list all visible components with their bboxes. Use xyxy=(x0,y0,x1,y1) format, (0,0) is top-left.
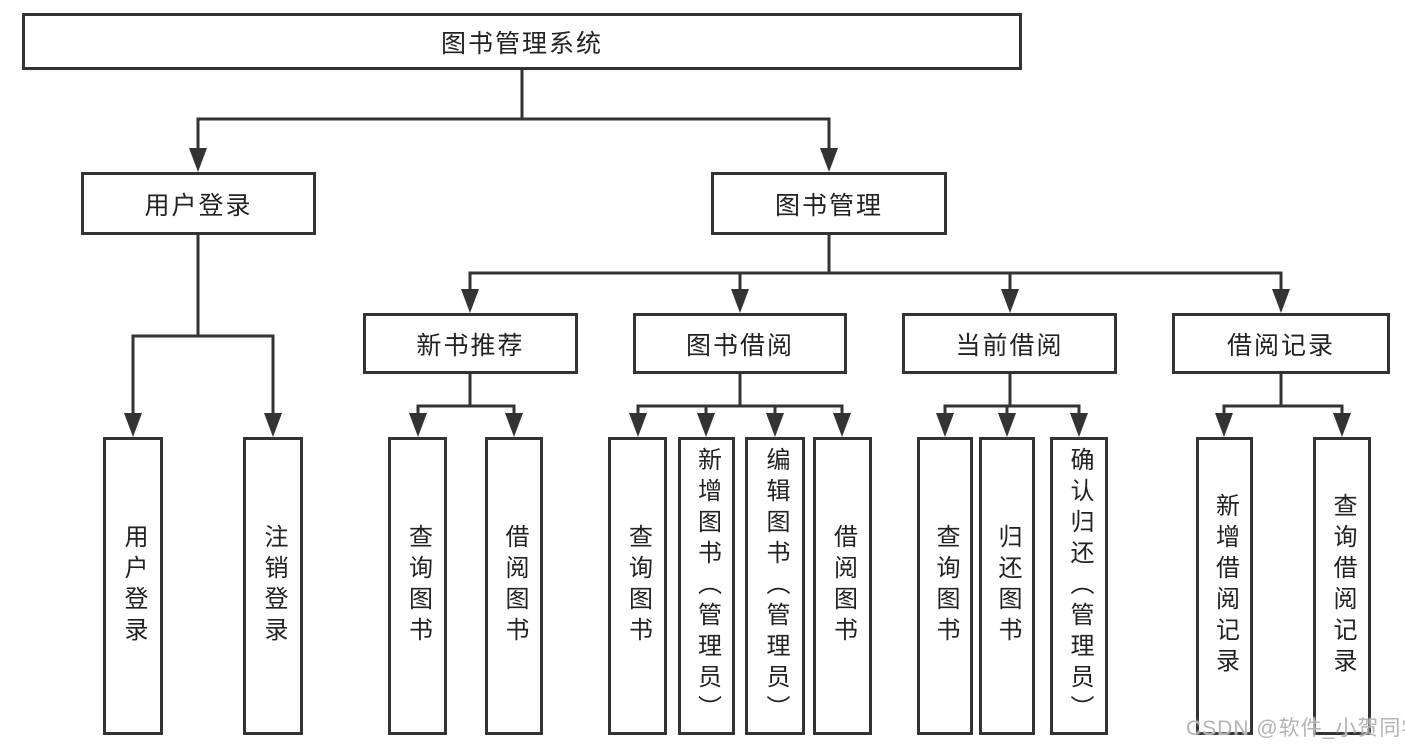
connector-user-login-children xyxy=(124,233,282,437)
node-user-login-leaf: 用户登录 xyxy=(103,437,163,735)
connector-borrow-records-children xyxy=(1215,372,1351,437)
connector-current-borrow-children xyxy=(936,372,1088,437)
node-book-borrow: 图书借阅 xyxy=(633,313,847,374)
node-root: 图书管理系统 xyxy=(22,13,1022,70)
node-borrow-records: 借阅记录 xyxy=(1172,313,1390,374)
node-book-management: 图书管理 xyxy=(711,172,947,235)
node-user-login: 用户登录 xyxy=(81,172,316,235)
node-current-borrow: 当前借阅 xyxy=(902,313,1117,374)
watermark: CSDN @软件_小贺同学 xyxy=(1186,717,1405,740)
node-new-book-recommend: 新书推荐 xyxy=(363,313,578,374)
node-confirm-return-admin: 确认归还（管理员） xyxy=(1050,437,1108,735)
node-query-books-borrow: 查询图书 xyxy=(608,437,667,735)
node-borrow-books-leaf: 借阅图书 xyxy=(813,437,872,735)
node-query-books-recommend: 查询图书 xyxy=(388,437,447,735)
node-add-borrow-record: 新增借阅记录 xyxy=(1196,437,1253,735)
connector-root-to-level2 xyxy=(189,68,838,172)
connector-new-book-recommend-children xyxy=(409,372,523,437)
node-return-books: 归还图书 xyxy=(979,437,1035,735)
node-logout: 注销登录 xyxy=(243,437,303,735)
node-borrow-books-recommend: 借阅图书 xyxy=(485,437,543,735)
node-edit-books-admin: 编辑图书（管理员） xyxy=(745,437,805,735)
node-query-borrow-record: 查询借阅记录 xyxy=(1313,437,1371,735)
connector-book-management-children xyxy=(461,233,1290,313)
node-add-books-admin: 新增图书（管理员） xyxy=(678,437,735,735)
node-query-books-current: 查询图书 xyxy=(917,437,973,735)
connector-book-borrow-children xyxy=(629,372,851,437)
